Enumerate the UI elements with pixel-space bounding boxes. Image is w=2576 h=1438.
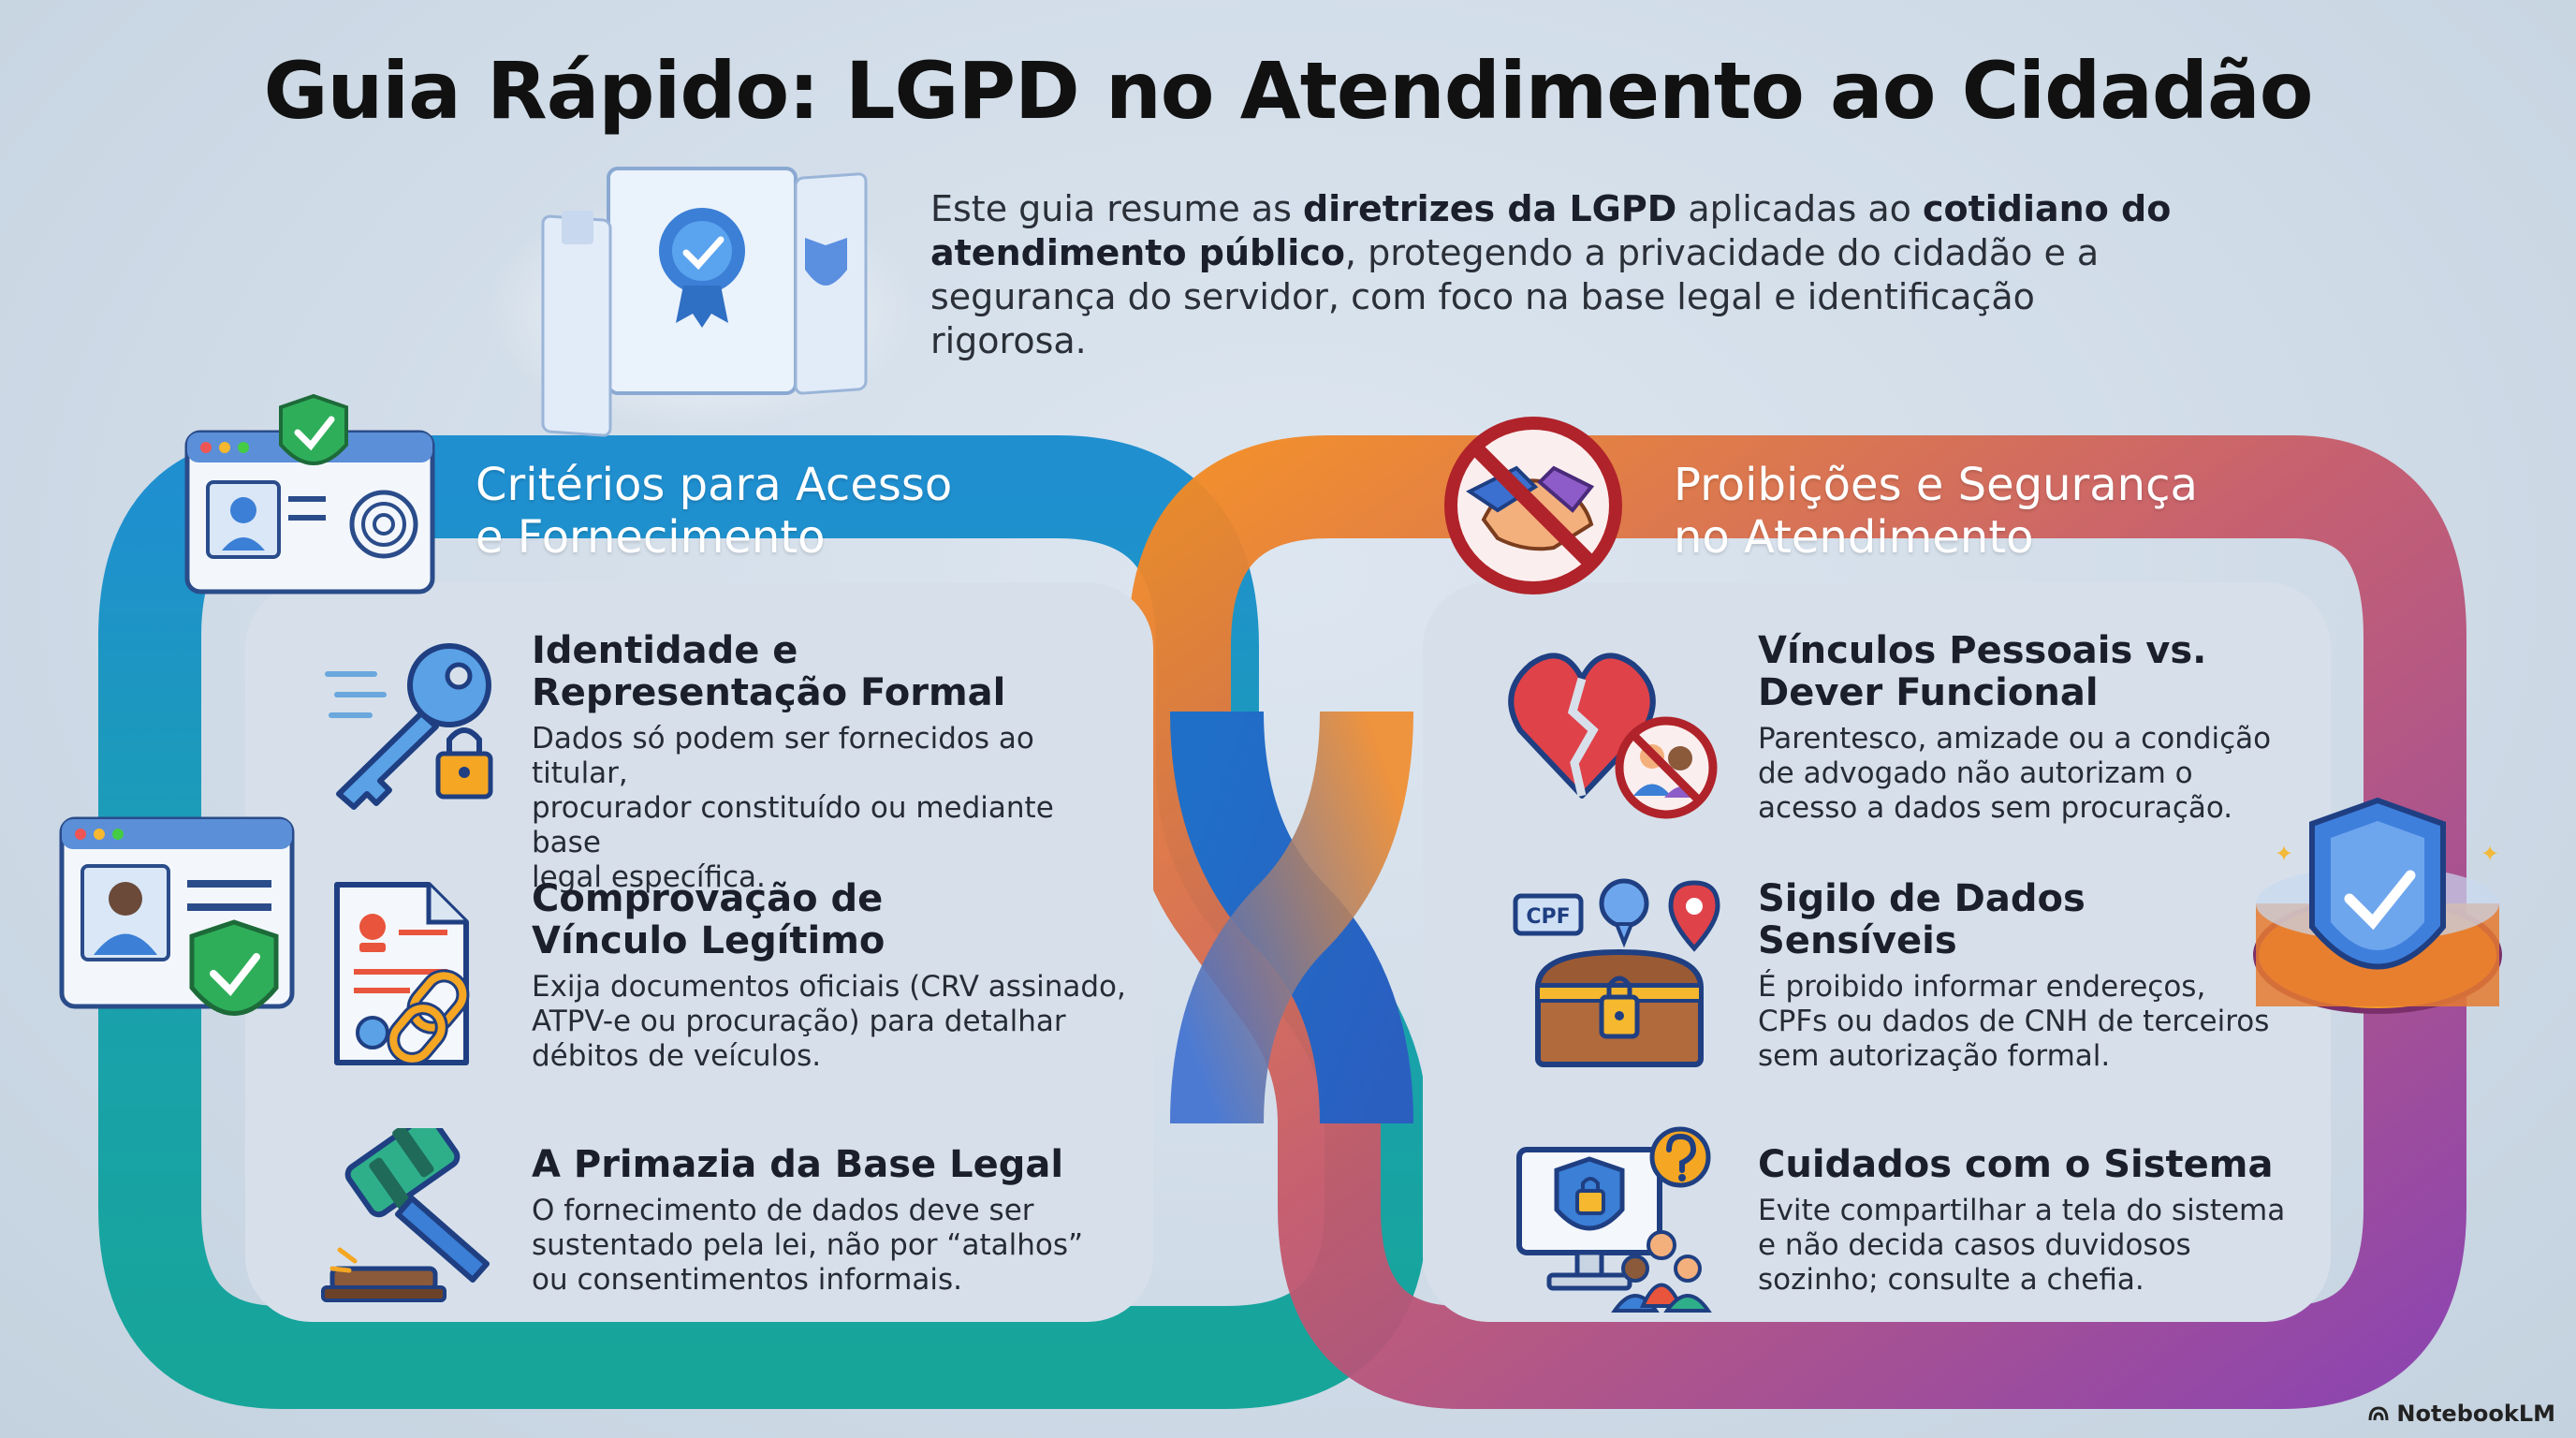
left-item-3-body-line-1: O fornecimento de dados deve ser xyxy=(532,1194,1034,1227)
page-title: Guia Rápido: LGPD no Atendimento ao Cida… xyxy=(263,45,2314,137)
id-card-shield-icon xyxy=(59,816,295,1016)
right-item-1: Vínculos Pessoais vs. Dever Funcional Pa… xyxy=(1758,630,2357,826)
left-heading-line-1: Critérios para Acesso xyxy=(476,459,953,511)
left-item-1-body: Dados só podem ser fornecidos ao titular… xyxy=(532,722,1131,895)
left-item-3-body-line-3: ou consentimentos informais. xyxy=(532,1263,962,1297)
right-item-2-title-line-2: Sensíveis xyxy=(1758,919,1957,962)
key-lock-icon xyxy=(325,643,493,810)
cpf-tag: CPF xyxy=(1526,905,1570,929)
right-item-1-title-line-2: Dever Funcional xyxy=(1758,671,2099,714)
left-item-1: Identidade e Representação Formal Dados … xyxy=(532,630,1131,895)
profile-fingerprint-icon xyxy=(184,393,435,594)
notebooklm-watermark: NotebookLM xyxy=(2368,1401,2555,1427)
left-item-1-body-line-3: legal específica. xyxy=(532,860,766,894)
right-item-2-body-line-1: É proibido informar endereços, xyxy=(1758,970,2206,1004)
intro-bold-2: cotidiano do atendimento público xyxy=(930,188,2172,273)
right-item-2: Sigilo de Dados Sensíveis É proibido inf… xyxy=(1758,878,2357,1074)
right-ribbon xyxy=(1128,435,2466,1409)
right-item-2-body-line-2: CPFs ou dados de CNH de terceiros xyxy=(1758,1005,2270,1038)
left-item-1-body-line-2: procurador constituído ou mediante base xyxy=(532,791,1054,859)
right-section-heading: Proibições e Segurança no Atendimento xyxy=(1674,459,2198,564)
right-item-2-title-line-1: Sigilo de Dados xyxy=(1758,877,2086,920)
right-heading-line-1: Proibições e Segurança xyxy=(1674,459,2198,511)
right-item-3-body: Evite compartilhar a tela do sistema e n… xyxy=(1758,1194,2357,1298)
shield-ring-icon: ✦ ✦ xyxy=(2253,797,2502,1014)
left-item-2-body-line-1: Exija documentos oficiais (CRV assinado, xyxy=(532,970,1126,1004)
left-item-1-title-line-1: Identidade e xyxy=(532,629,798,672)
left-item-3: A Primazia da Base Legal O fornecimento … xyxy=(532,1144,1131,1298)
prohibited-handshake-icon xyxy=(1444,417,1622,594)
document-chain-icon xyxy=(334,882,470,1065)
right-item-3: Cuidados com o Sistema Evite compartilha… xyxy=(1758,1144,2357,1298)
notebooklm-logo-icon xyxy=(2368,1406,2389,1421)
left-item-2-title-line-1: Comprovação de xyxy=(532,877,884,920)
left-item-3-body: O fornecimento de dados deve ser sustent… xyxy=(532,1194,1131,1298)
left-item-3-body-line-2: sustentado pela lei, não por “atalhos” xyxy=(532,1228,1084,1262)
left-item-2-body-line-3: débitos de veículos. xyxy=(532,1039,822,1073)
left-item-2-title: Comprovação de Vínculo Legítimo xyxy=(532,878,1131,962)
right-item-1-body: Parentesco, amizade ou a condição de adv… xyxy=(1758,722,2357,826)
intro-text-2: aplicadas ao xyxy=(1676,188,1923,229)
right-item-1-body-line-3: acesso a dados sem procuração. xyxy=(1758,791,2233,825)
svg-text:✦: ✦ xyxy=(2481,841,2499,867)
monitor-shield-icon xyxy=(1516,1126,1712,1313)
intro-text-3: , protegendo a privacidade do cidadão e … xyxy=(930,232,2100,361)
right-item-2-title: Sigilo de Dados Sensíveis xyxy=(1758,878,2357,962)
left-item-3-title-line-1: A Primazia da Base Legal xyxy=(532,1143,1064,1186)
broken-heart-icon xyxy=(1508,653,1718,819)
right-heading-line-2: no Atendimento xyxy=(1674,511,2034,564)
left-item-2-body: Exija documentos oficiais (CRV assinado,… xyxy=(532,970,1131,1074)
right-item-3-body-line-2: e não decida casos duvidosos xyxy=(1758,1228,2191,1262)
left-item-1-title-line-2: Representação Formal xyxy=(532,671,1006,714)
right-item-1-title-line-1: Vínculos Pessoais vs. xyxy=(1758,629,2207,672)
treasure-chest-icon: CPF xyxy=(1513,878,1720,1067)
brand-label: NotebookLM xyxy=(2396,1401,2555,1427)
left-section-heading: Critérios para Acesso e Fornecimento xyxy=(476,459,952,564)
right-item-1-body-line-2: de advogado não autorizam o xyxy=(1758,756,2193,790)
right-item-1-body-line-1: Parentesco, amizade ou a condição xyxy=(1758,722,2272,756)
ribbon-cross-b xyxy=(1170,711,1413,1124)
svg-text:✦: ✦ xyxy=(2275,841,2293,867)
left-item-1-title: Identidade e Representação Formal xyxy=(532,630,1131,714)
intro-bold-1: diretrizes da LGPD xyxy=(1302,188,1677,229)
left-heading-line-2: e Fornecimento xyxy=(476,511,826,564)
right-item-2-body: É proibido informar endereços, CPFs ou d… xyxy=(1758,970,2357,1074)
left-item-2-title-line-2: Vínculo Legítimo xyxy=(532,919,886,962)
right-item-3-title: Cuidados com o Sistema xyxy=(1758,1144,2357,1186)
right-item-3-title-line-1: Cuidados com o Sistema xyxy=(1758,1143,2274,1186)
hero-door-illustration xyxy=(485,167,915,437)
left-item-1-body-line-1: Dados só podem ser fornecidos ao titular… xyxy=(532,722,1034,790)
right-item-1-title: Vínculos Pessoais vs. Dever Funcional xyxy=(1758,630,2357,714)
right-item-2-body-line-3: sem autorização formal. xyxy=(1758,1039,2111,1073)
right-item-3-body-line-1: Evite compartilhar a tela do sistema xyxy=(1758,1194,2286,1227)
right-item-3-body-line-3: sozinho; consulte a chefia. xyxy=(1758,1263,2144,1297)
left-item-2: Comprovação de Vínculo Legítimo Exija do… xyxy=(532,878,1131,1074)
intro-text-1: Este guia resume as xyxy=(930,188,1303,229)
intro-paragraph: Este guia resume as diretrizes da LGPD a… xyxy=(930,187,2185,363)
left-item-3-title: A Primazia da Base Legal xyxy=(532,1144,1131,1186)
gavel-icon xyxy=(321,1128,490,1302)
left-item-2-body-line-2: ATPV-e ou procuração) para detalhar xyxy=(532,1005,1066,1038)
